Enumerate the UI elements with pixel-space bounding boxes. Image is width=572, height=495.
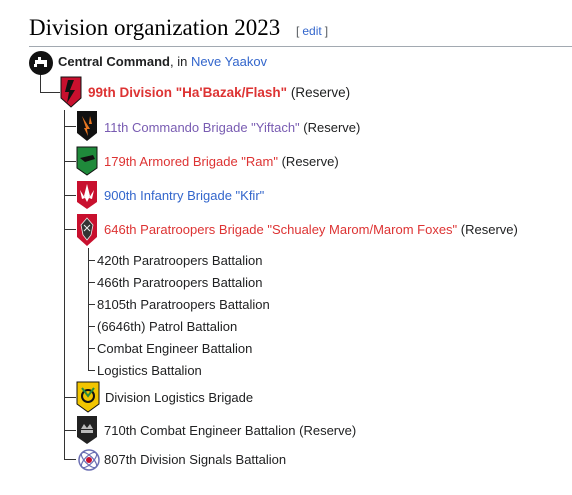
unit-row: Division Logistics Brigade [105, 390, 253, 406]
battalion-item: Combat Engineer Battalion [97, 341, 253, 356]
tree-line-division-vertical [64, 110, 65, 459]
unit-row: 710th Combat Engineer Battalion (Reserve… [104, 423, 356, 439]
division-row: 99th Division "Ha'Bazak/Flash" (Reserve) [88, 85, 350, 101]
tree-line-battalion [88, 304, 95, 305]
unit-suffix: (Reserve) [457, 222, 518, 237]
battalion-710-insignia-icon [77, 416, 97, 444]
brigade-11-link[interactable]: 11th Commando Brigade "Yiftach" [104, 120, 300, 135]
division-99-suffix: (Reserve) [287, 85, 351, 100]
unit-row: 646th Paratroopers Brigade "Schualey Mar… [104, 222, 518, 238]
logistics-brigade-label: Division Logistics Brigade [105, 390, 254, 405]
tree-line-battalion [88, 260, 95, 261]
unit-suffix: (Reserve) [277, 154, 339, 169]
tree-line-branch [64, 161, 76, 162]
tree-line-root-horizontal [40, 92, 60, 93]
section-heading: Division organization 2023 [edit] [29, 14, 572, 47]
edit-section: [edit] [296, 24, 328, 38]
tree-line-branch [64, 459, 76, 460]
tree-line-branch [64, 126, 76, 127]
unit-row: 11th Commando Brigade "Yiftach" (Reserve… [104, 120, 360, 136]
edit-link[interactable]: edit [302, 24, 322, 38]
battalion-item: Logistics Battalion [97, 363, 202, 378]
battalion-item: 8105th Paratroopers Battalion [97, 297, 270, 312]
edit-bracket-close: ] [324, 24, 329, 38]
central-command-sep: , in [169, 54, 191, 69]
tree-line-battalion [88, 326, 95, 327]
brigade-900-kfir-insignia-icon [77, 181, 97, 209]
central-command-row: Central Command, in Neve Yaakov [58, 54, 267, 70]
tree-line-branch [64, 195, 76, 196]
page-title: Division organization 2023 [29, 15, 281, 40]
tree-line-root-vertical [40, 72, 41, 92]
signals-battalion-label: 807th Division Signals Battalion [104, 452, 287, 467]
battalion-item: (6646th) Patrol Battalion [97, 319, 238, 334]
division-99-insignia-icon [60, 76, 82, 108]
battalion-710-label: 710th Combat Engineer Battalion [104, 423, 296, 438]
unit-suffix: (Reserve) [295, 423, 357, 438]
tree-line-battalion-vertical [88, 248, 89, 370]
central-command-insignia-icon [29, 51, 53, 75]
unit-row: 900th Infantry Brigade "Kfir" [104, 188, 264, 204]
signals-battalion-insignia-icon [78, 449, 100, 471]
division-99-link[interactable]: 99th Division "Ha'Bazak/Flash" [88, 85, 288, 100]
battalion-item: 466th Paratroopers Battalion [97, 275, 263, 290]
brigade-900-link[interactable]: 900th Infantry Brigade "Kfir" [104, 188, 265, 203]
brigade-646-link[interactable]: 646th Paratroopers Brigade "Schualey Mar… [104, 222, 458, 237]
tree-line-battalion [88, 282, 95, 283]
tree-line-branch [64, 430, 76, 431]
tree-line-battalion [88, 370, 95, 371]
unit-row: 179th Armored Brigade "Ram" (Reserve) [104, 154, 339, 170]
brigade-179-link[interactable]: 179th Armored Brigade "Ram" [104, 154, 278, 169]
neve-yaakov-link[interactable]: Neve Yaakov [190, 54, 268, 69]
tree-line-branch [64, 397, 76, 398]
battalion-item: 420th Paratroopers Battalion [97, 253, 263, 268]
tree-line-branch [64, 229, 76, 230]
tree-line-battalion [88, 348, 95, 349]
unit-suffix: (Reserve) [299, 120, 361, 135]
edit-bracket-open: [ [296, 24, 300, 38]
brigade-179-ram-insignia-icon [76, 146, 98, 176]
central-command-label: Central Command [58, 54, 170, 69]
unit-row: 807th Division Signals Battalion [104, 452, 286, 468]
brigade-11-yiftach-insignia-icon [77, 111, 97, 141]
logistics-brigade-insignia-icon [76, 381, 100, 413]
brigade-646-insignia-icon [77, 214, 97, 246]
